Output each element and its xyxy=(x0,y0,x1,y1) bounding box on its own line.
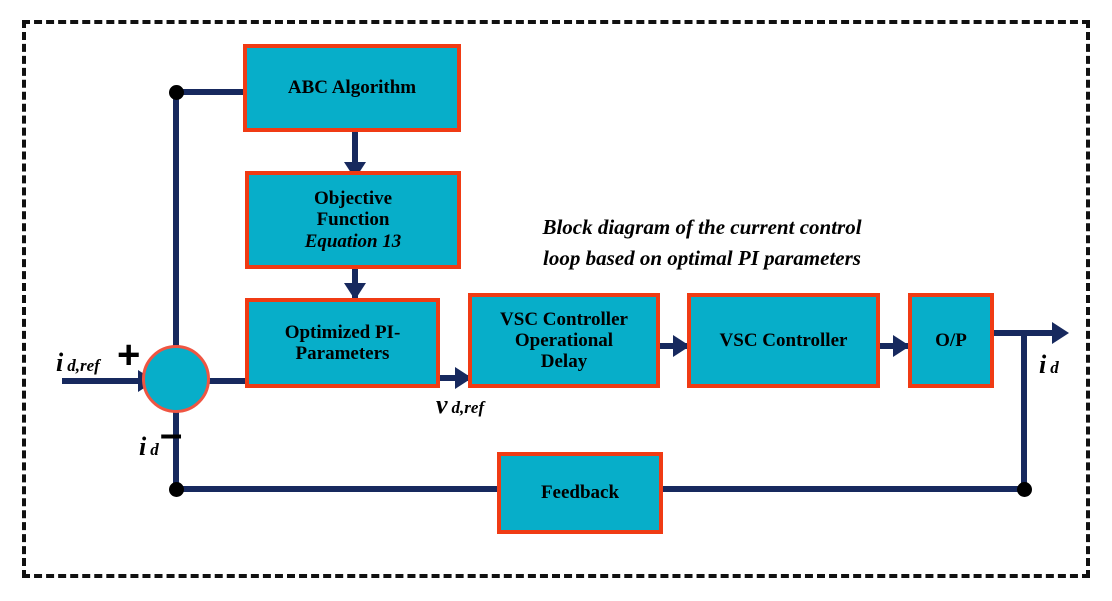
summing-junction xyxy=(142,345,210,413)
label-vd-ref-symbol: v xyxy=(436,390,448,419)
wire-output-id xyxy=(994,330,1062,336)
block-abc-label: ABC Algorithm xyxy=(287,77,417,99)
block-optimized-pi-parameters[interactable]: Optimized PI- Parameters xyxy=(245,298,440,388)
block-objective-line1: Objective xyxy=(313,188,393,210)
block-delay-line2: Operational xyxy=(514,329,614,351)
arrowhead-output-id xyxy=(1052,322,1069,344)
junction-dot-top-left xyxy=(169,85,184,100)
wire-abc-to-objective xyxy=(352,131,358,171)
summing-plus-sign: + xyxy=(117,333,141,377)
block-feedback[interactable]: Feedback xyxy=(497,452,663,534)
arrowhead-objective-to-pi xyxy=(344,283,366,300)
wire-left-vertical xyxy=(173,92,179,492)
block-vsc-controller-operational-delay[interactable]: VSC Controller Operational Delay xyxy=(468,293,660,388)
block-objective-equation: Equation 13 xyxy=(304,230,402,252)
wire-sum-to-pi xyxy=(205,378,255,384)
figure-title-line2: loop based on optimal PI parameters xyxy=(543,245,861,270)
block-delay-line3: Delay xyxy=(540,351,588,373)
block-vsc-controller[interactable]: VSC Controller xyxy=(687,293,880,388)
label-vd-ref-subscript: d,ref xyxy=(451,398,485,417)
wire-feedback-left xyxy=(178,486,500,492)
arrowhead-vsc-to-op xyxy=(893,335,910,357)
label-id-output-subscript: d xyxy=(1050,358,1059,377)
arrowhead-pi-to-delay xyxy=(455,367,472,389)
wire-to-abc xyxy=(173,89,245,95)
wire-input-idref xyxy=(62,378,144,384)
arrowhead-delay-to-vsc xyxy=(673,335,690,357)
junction-dot-bottom-right xyxy=(1017,482,1032,497)
block-delay-line1: VSC Controller xyxy=(500,308,628,330)
summing-minus-sign: – xyxy=(160,412,183,456)
label-id-feedback-symbol: i xyxy=(139,432,147,461)
label-id-ref-symbol: i xyxy=(56,348,64,377)
junction-dot-bottom-left xyxy=(169,482,184,497)
dashed-outer-frame xyxy=(22,20,1090,578)
figure-title: Block diagram of the current control loo… xyxy=(492,182,912,273)
label-id-ref-subscript: d,ref xyxy=(67,356,100,375)
label-id-feedback-subscript: d xyxy=(150,440,159,459)
wire-feedback-right xyxy=(663,486,1027,492)
block-abc-algorithm[interactable]: ABC Algorithm xyxy=(243,44,461,132)
block-feedback-label: Feedback xyxy=(540,482,620,504)
block-objective-line2: Function xyxy=(316,209,390,231)
wire-output-tap-vertical xyxy=(1021,330,1027,490)
figure-title-line1: Block diagram of the current control xyxy=(542,215,862,240)
block-objective-function[interactable]: Objective Function Equation 13 xyxy=(245,171,461,269)
block-pi-line2: Parameters xyxy=(295,343,390,364)
block-pi-line1: Optimized PI- xyxy=(284,321,401,343)
block-output[interactable]: O/P xyxy=(908,293,994,388)
block-op-label: O/P xyxy=(935,329,967,351)
label-id-output-symbol: i xyxy=(1039,350,1047,379)
block-vsc-label: VSC Controller xyxy=(719,329,848,351)
